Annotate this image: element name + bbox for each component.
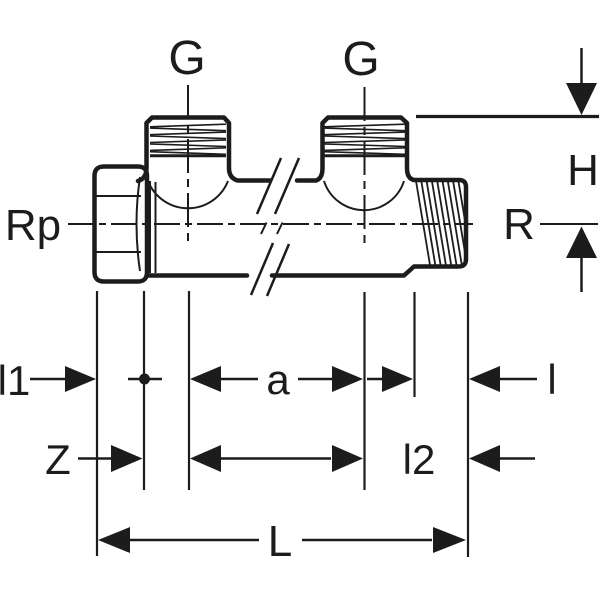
extension-lines: [95, 291, 470, 557]
dimension-row-3: [98, 527, 466, 553]
z-right-arrowhead: [190, 445, 221, 472]
l-left-arrowhead: [382, 366, 413, 392]
hex-facet-curve: [135, 176, 141, 272]
l1-reference-dot: [139, 373, 150, 385]
a-left-arrowhead: [190, 366, 221, 392]
a-right-arrowhead: [332, 366, 363, 392]
label-l2: l2: [403, 436, 436, 483]
fitting-body: [92, 115, 469, 297]
l2-right-arrowhead: [469, 445, 500, 472]
labels: G G Rp R H l1 a l Z l2 L: [0, 32, 599, 566]
label-l: l: [547, 356, 556, 403]
h-upper-arrowhead: [566, 83, 597, 115]
label-z: Z: [45, 436, 71, 483]
label-rp: Rp: [5, 201, 61, 250]
z-arrowhead: [111, 445, 143, 472]
l1-arrowhead: [65, 366, 96, 392]
port2-and-right-end-outline: [269, 115, 469, 278]
label-h: H: [567, 146, 599, 195]
dimension-h: [416, 48, 599, 292]
l-right-arrowhead: [469, 366, 500, 392]
label-g-port2: G: [342, 33, 379, 86]
port1-outline: [135, 115, 273, 184]
label-r: R: [503, 200, 535, 249]
label-a: a: [266, 356, 290, 403]
L-left-arrowhead: [98, 527, 130, 553]
l2-left-arrowhead: [332, 445, 363, 472]
dimension-row-1: [30, 366, 537, 392]
label-L: L: [268, 517, 292, 566]
centerlines: [68, 85, 598, 243]
h-lower-arrowhead: [566, 226, 597, 258]
label-g-port1: G: [168, 32, 205, 85]
label-l1: l1: [0, 357, 30, 404]
L-right-arrowhead: [433, 527, 466, 553]
dimension-row-2: [78, 445, 535, 472]
